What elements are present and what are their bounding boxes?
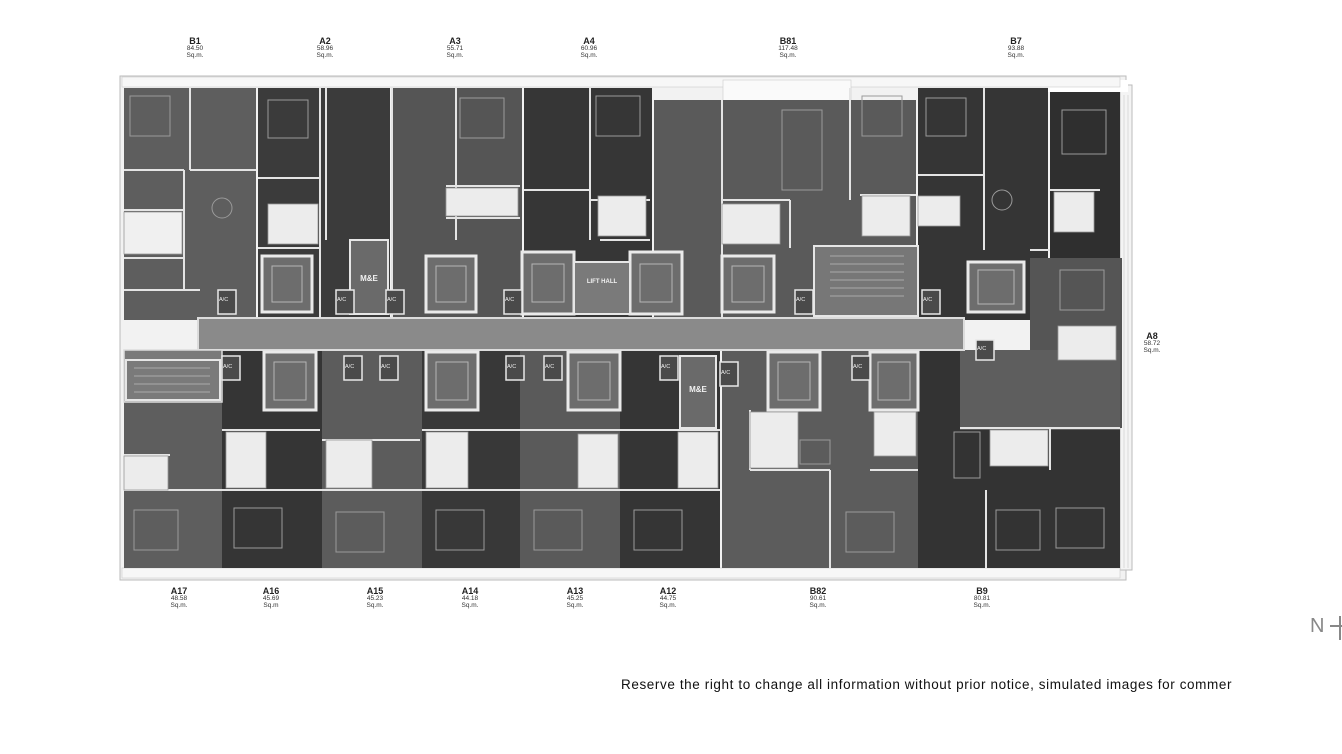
ac-label: A/C [387,297,397,303]
core-n4 [628,250,684,316]
stair-core [125,245,919,401]
lift-hall [573,261,631,315]
unit-a8-block [1050,92,1120,260]
north-compass-label: N [1310,615,1325,637]
me-rooms [349,239,717,429]
unit-label-a15: A15 45.23 Sq.m. [366,586,384,610]
core-s2 [424,350,480,412]
north-arrow-icon [1330,616,1342,640]
unit-label-b1: B1 84.50 Sq.m. [186,36,204,60]
unit-label-b7: B7 93.88 Sq.m. [1007,36,1025,60]
unit-label-a4: A4 60.96 Sq.m. [580,36,598,60]
unit-label-b9: B9 80.81 Sq.m. [973,586,991,610]
core-n1 [260,254,314,314]
unit-label-a2: A2 58.96 Sq.m. [316,36,334,60]
core-s4 [766,350,822,412]
service-rooms [123,187,1117,491]
unit-label-a8: A8 58.72 Sq.m. [1143,331,1161,355]
ac-label: A/C [505,297,515,303]
ac-label: A/C [345,364,355,370]
core-n2 [424,254,478,314]
lift-hall-label: LIFT HALL [586,279,618,285]
ac-label: A/C [381,364,391,370]
right-railing [1123,95,1129,568]
unit-label-a14: A14 44.18 Sq.m. [461,586,479,610]
unit-label-a12: A12 44.75 Sq.m. [659,586,677,610]
balcony-strips [121,76,1121,579]
core-s3 [566,350,622,412]
unit-label-a13: A13 45.25 Sq.m. [566,586,584,610]
unit-label-a16: A16 45.69 Sq.m [262,586,280,610]
unit-label-b82: B82 90.61 Sq.m. [809,586,827,610]
ac-label: A/C [661,364,671,370]
ac-ledges [217,289,995,387]
unit-label-b81: B81 117.48 Sq.m. [778,36,798,60]
disclaimer-text: Reserve the right to change all informat… [621,677,1233,692]
core-n5 [720,254,776,314]
ac-label: A/C [977,346,987,352]
me-room-label-south: M&E [689,385,707,394]
ac-label: A/C [796,297,806,303]
ac-label: A/C [721,370,731,376]
ac-label: A/C [337,297,347,303]
ac-label: A/C [853,364,863,370]
unit-label-a17: A17 48.58 Sq.m. [170,586,188,610]
ac-label: A/C [223,364,233,370]
furniture [129,95,1107,553]
ac-label: A/C [219,297,229,303]
ac-label: A/C [507,364,517,370]
ac-label: A/C [923,297,933,303]
core-s1 [262,350,318,412]
core-s5 [868,350,920,412]
unit-label-a3: A3 55.71 Sq.m. [446,36,464,60]
me-room-label-north: M&E [360,274,378,283]
lift-inner-boxes [271,263,1015,401]
ac-label: A/C [545,364,555,370]
